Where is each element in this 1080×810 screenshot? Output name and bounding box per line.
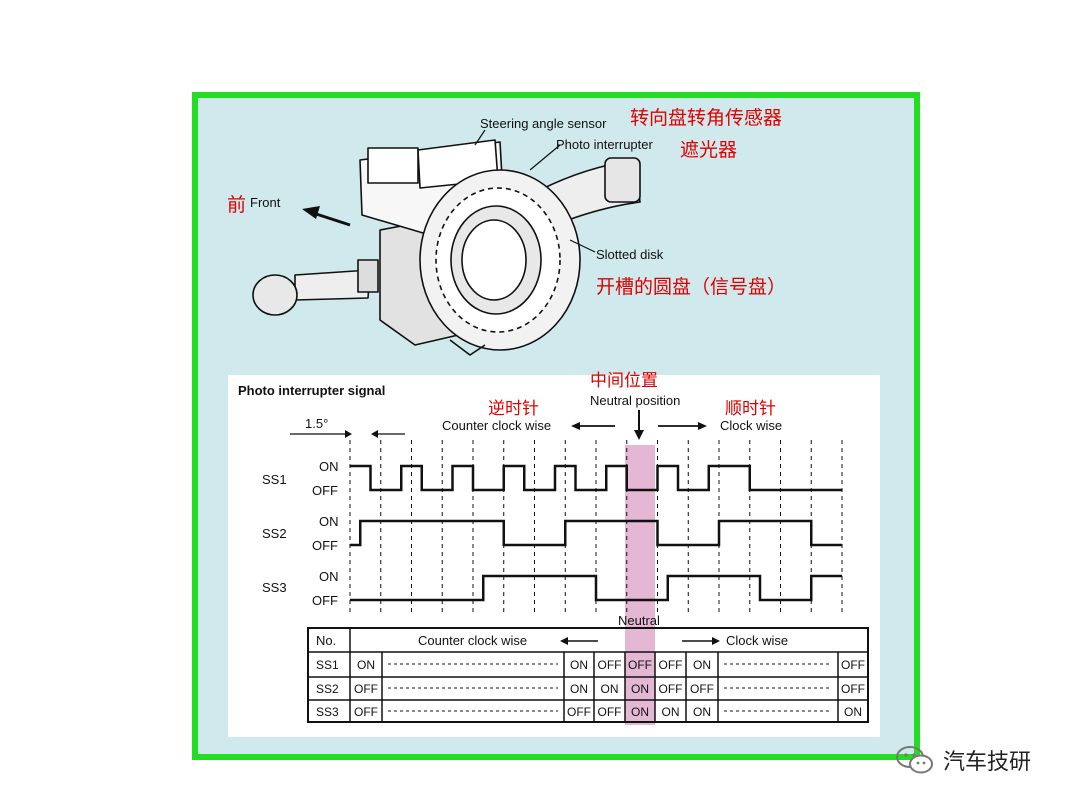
neutral-label: Neutral (618, 613, 660, 628)
table-cell: OFF (659, 658, 683, 672)
table-cell: ON (631, 682, 649, 696)
label-slotted-disk-cn: 开槽的圆盘（信号盘） (596, 276, 787, 298)
wave-ss3 (350, 574, 842, 602)
ss2-label: SS2 (262, 526, 287, 541)
table-cell: ON (570, 658, 588, 672)
watermark: 汽车技研 (895, 744, 1031, 776)
ss2-off-label: OFF (312, 538, 338, 553)
ss1-label: SS1 (262, 472, 287, 487)
table-cell: ON (570, 682, 588, 696)
table-header-no: No. (316, 633, 336, 648)
label-front-cn: 前 (227, 194, 247, 216)
table-header-ccw: Counter clock wise (418, 633, 527, 648)
wechat-icon (896, 746, 933, 774)
ccw-label: Counter clock wise (442, 418, 551, 433)
ss1-off-label: OFF (312, 483, 338, 498)
table-cell: ON (844, 705, 862, 719)
table-cell: OFF (354, 705, 378, 719)
table-cell: ON (693, 658, 711, 672)
table-cell: OFF (659, 682, 683, 696)
ss3-label: SS3 (262, 580, 287, 595)
cw-label: Clock wise (720, 418, 782, 433)
table-cell: OFF (354, 682, 378, 696)
label-steering-angle-sensor-cn: 转向盘转角传感器 (630, 107, 783, 129)
table-cell: ON (631, 705, 649, 719)
table-cell: OFF (628, 658, 652, 672)
steering-sensor-illustration (252, 129, 641, 356)
table-cell: OFF (567, 705, 591, 719)
table-cell: ON (357, 658, 375, 672)
ccw-cn: 逆时针 (488, 399, 539, 419)
signal-title: Photo interrupter signal (238, 383, 385, 398)
watermark-text: 汽车技研 (943, 750, 1032, 775)
label-slotted-disk: Slotted disk (596, 247, 664, 262)
neutral-band (625, 445, 655, 725)
neutral-cn: 中间位置 (590, 371, 658, 391)
table-row-label: SS3 (316, 705, 339, 719)
cw-cn: 顺时针 (725, 399, 776, 419)
wave-ss1 (350, 464, 842, 492)
label-front: Front (250, 195, 281, 210)
ss3-on-label: ON (319, 569, 339, 584)
table-row-label: SS1 (316, 658, 339, 672)
label-photo-interrupter-cn: 遮光器 (680, 139, 738, 161)
table-cell: OFF (841, 682, 865, 696)
label-steering-angle-sensor: Steering angle sensor (480, 116, 607, 131)
table-cell: ON (693, 705, 711, 719)
table-cell: OFF (690, 682, 714, 696)
label-photo-interrupter: Photo interrupter (556, 137, 653, 152)
ss3-off-label: OFF (312, 593, 338, 608)
wave-ss2 (350, 519, 842, 547)
table-cell: OFF (841, 658, 865, 672)
ss2-on-label: ON (319, 514, 339, 529)
table-cell: ON (662, 705, 680, 719)
step-label: 1.5° (305, 416, 328, 431)
table-header-cw: Clock wise (726, 633, 788, 648)
table-cell: OFF (598, 658, 622, 672)
ss1-on-label: ON (319, 459, 339, 474)
table-row-label: SS2 (316, 682, 339, 696)
neutral-position-label: Neutral position (590, 393, 680, 408)
table-cell: OFF (598, 705, 622, 719)
table-cell: ON (601, 682, 619, 696)
